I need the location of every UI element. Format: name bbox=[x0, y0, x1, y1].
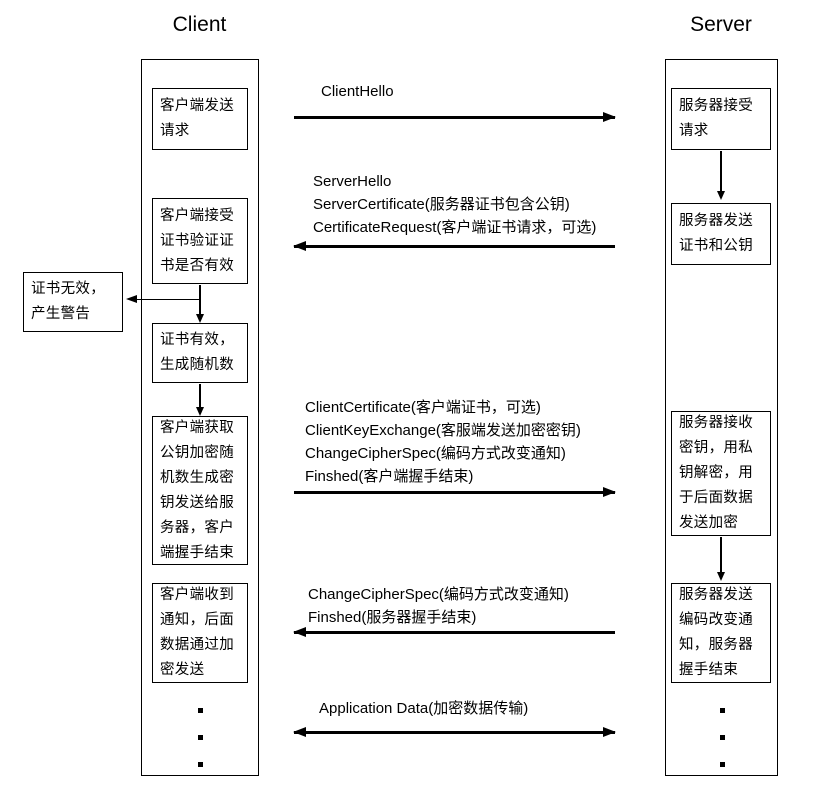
message-line: ServerHello bbox=[313, 173, 392, 190]
node-server-decrypt-key-text: 服务器接收密钥，用私钥解密，用于后面数据发送加密 bbox=[679, 415, 753, 531]
arrow-verify-to-invalid bbox=[126, 295, 201, 304]
node-server-accept-request-text: 服务器接受请求 bbox=[679, 98, 753, 139]
ellipsis-dots-server bbox=[714, 697, 730, 778]
node-server-decrypt-key[interactable]: 服务器接收密钥，用私钥解密，用于后面数据发送加密 bbox=[671, 411, 771, 536]
message-line: Finshed(服务器握手结束) bbox=[308, 609, 477, 626]
message-line: ServerCertificate(服务器证书包含公钥) bbox=[313, 196, 570, 213]
node-server-accept-request[interactable]: 服务器接受请求 bbox=[671, 88, 771, 150]
message-label-client-key-exchange-group: ClientCertificate(客户端证书，可选) ClientKeyExc… bbox=[305, 396, 581, 488]
node-cert-invalid-text: 证书无效，产生警告 bbox=[31, 281, 105, 322]
node-client-verify-cert[interactable]: 客户端接受证书验证证书是否有效 bbox=[152, 198, 248, 284]
arrow-accept-to-sendcert bbox=[717, 151, 726, 200]
node-client-encrypt-key-text: 客户端获取公钥加密随机数生成密钥发送给服务器，客户端握手结束 bbox=[160, 419, 234, 561]
arrow-decrypt-to-change bbox=[717, 537, 726, 581]
node-server-send-change-text: 服务器发送编码改变通知，服务器握手结束 bbox=[679, 587, 753, 678]
message-label-server-hello-group: ServerHello ServerCertificate(服务器证书包含公钥)… bbox=[313, 170, 596, 239]
message-label-server-change-cipher-group: ChangeCipherSpec(编码方式改变通知) Finshed(服务器握手… bbox=[308, 583, 569, 629]
message-arrow-client-key-exchange-group bbox=[294, 487, 616, 497]
message-line: ChangeCipherSpec(编码方式改变通知) bbox=[305, 445, 566, 462]
message-label-client-hello: ClientHello bbox=[321, 80, 394, 103]
node-client-verify-cert-text: 客户端接受证书验证证书是否有效 bbox=[160, 207, 234, 274]
arrow-verify-to-valid bbox=[196, 285, 205, 323]
node-client-received-note-text: 客户端收到通知，后面数据通过加密发送 bbox=[160, 587, 234, 678]
message-line: Finshed(客户端握手结束) bbox=[305, 468, 474, 485]
message-arrow-server-change-cipher-group bbox=[293, 627, 615, 637]
message-line: ClientKeyExchange(客服端发送加密密钥) bbox=[305, 422, 581, 439]
node-client-send-request[interactable]: 客户端发送请求 bbox=[152, 88, 248, 150]
message-line: ClientHello bbox=[321, 83, 394, 100]
node-client-encrypt-key[interactable]: 客户端获取公钥加密随机数生成密钥发送给服务器，客户端握手结束 bbox=[152, 416, 248, 565]
message-arrow-server-hello-group bbox=[293, 241, 615, 251]
node-server-send-cert-text: 服务器发送证书和公钥 bbox=[679, 213, 753, 254]
column-title-server: Server bbox=[690, 13, 752, 36]
message-label-application-data: Application Data(加密数据传输) bbox=[319, 697, 528, 720]
node-cert-valid-text: 证书有效，生成随机数 bbox=[160, 332, 234, 373]
message-arrow-client-hello bbox=[294, 112, 616, 122]
node-cert-invalid[interactable]: 证书无效，产生警告 bbox=[23, 272, 123, 332]
message-line: ClientCertificate(客户端证书，可选) bbox=[305, 399, 541, 416]
node-client-send-request-text: 客户端发送请求 bbox=[160, 98, 234, 139]
message-line: ChangeCipherSpec(编码方式改变通知) bbox=[308, 586, 569, 603]
node-client-received-note[interactable]: 客户端收到通知，后面数据通过加密发送 bbox=[152, 583, 248, 683]
column-title-client: Client bbox=[172, 13, 227, 36]
message-arrow-application-data bbox=[293, 727, 616, 737]
node-server-send-cert[interactable]: 服务器发送证书和公钥 bbox=[671, 203, 771, 265]
ellipsis-dots-client bbox=[192, 697, 208, 778]
arrow-valid-to-encrypt bbox=[196, 384, 205, 416]
node-server-send-change[interactable]: 服务器发送编码改变通知，服务器握手结束 bbox=[671, 583, 771, 683]
message-line: CertificateRequest(客户端证书请求，可选) bbox=[313, 219, 597, 236]
message-line: Application Data(加密数据传输) bbox=[319, 700, 529, 717]
node-cert-valid[interactable]: 证书有效，生成随机数 bbox=[152, 323, 248, 383]
